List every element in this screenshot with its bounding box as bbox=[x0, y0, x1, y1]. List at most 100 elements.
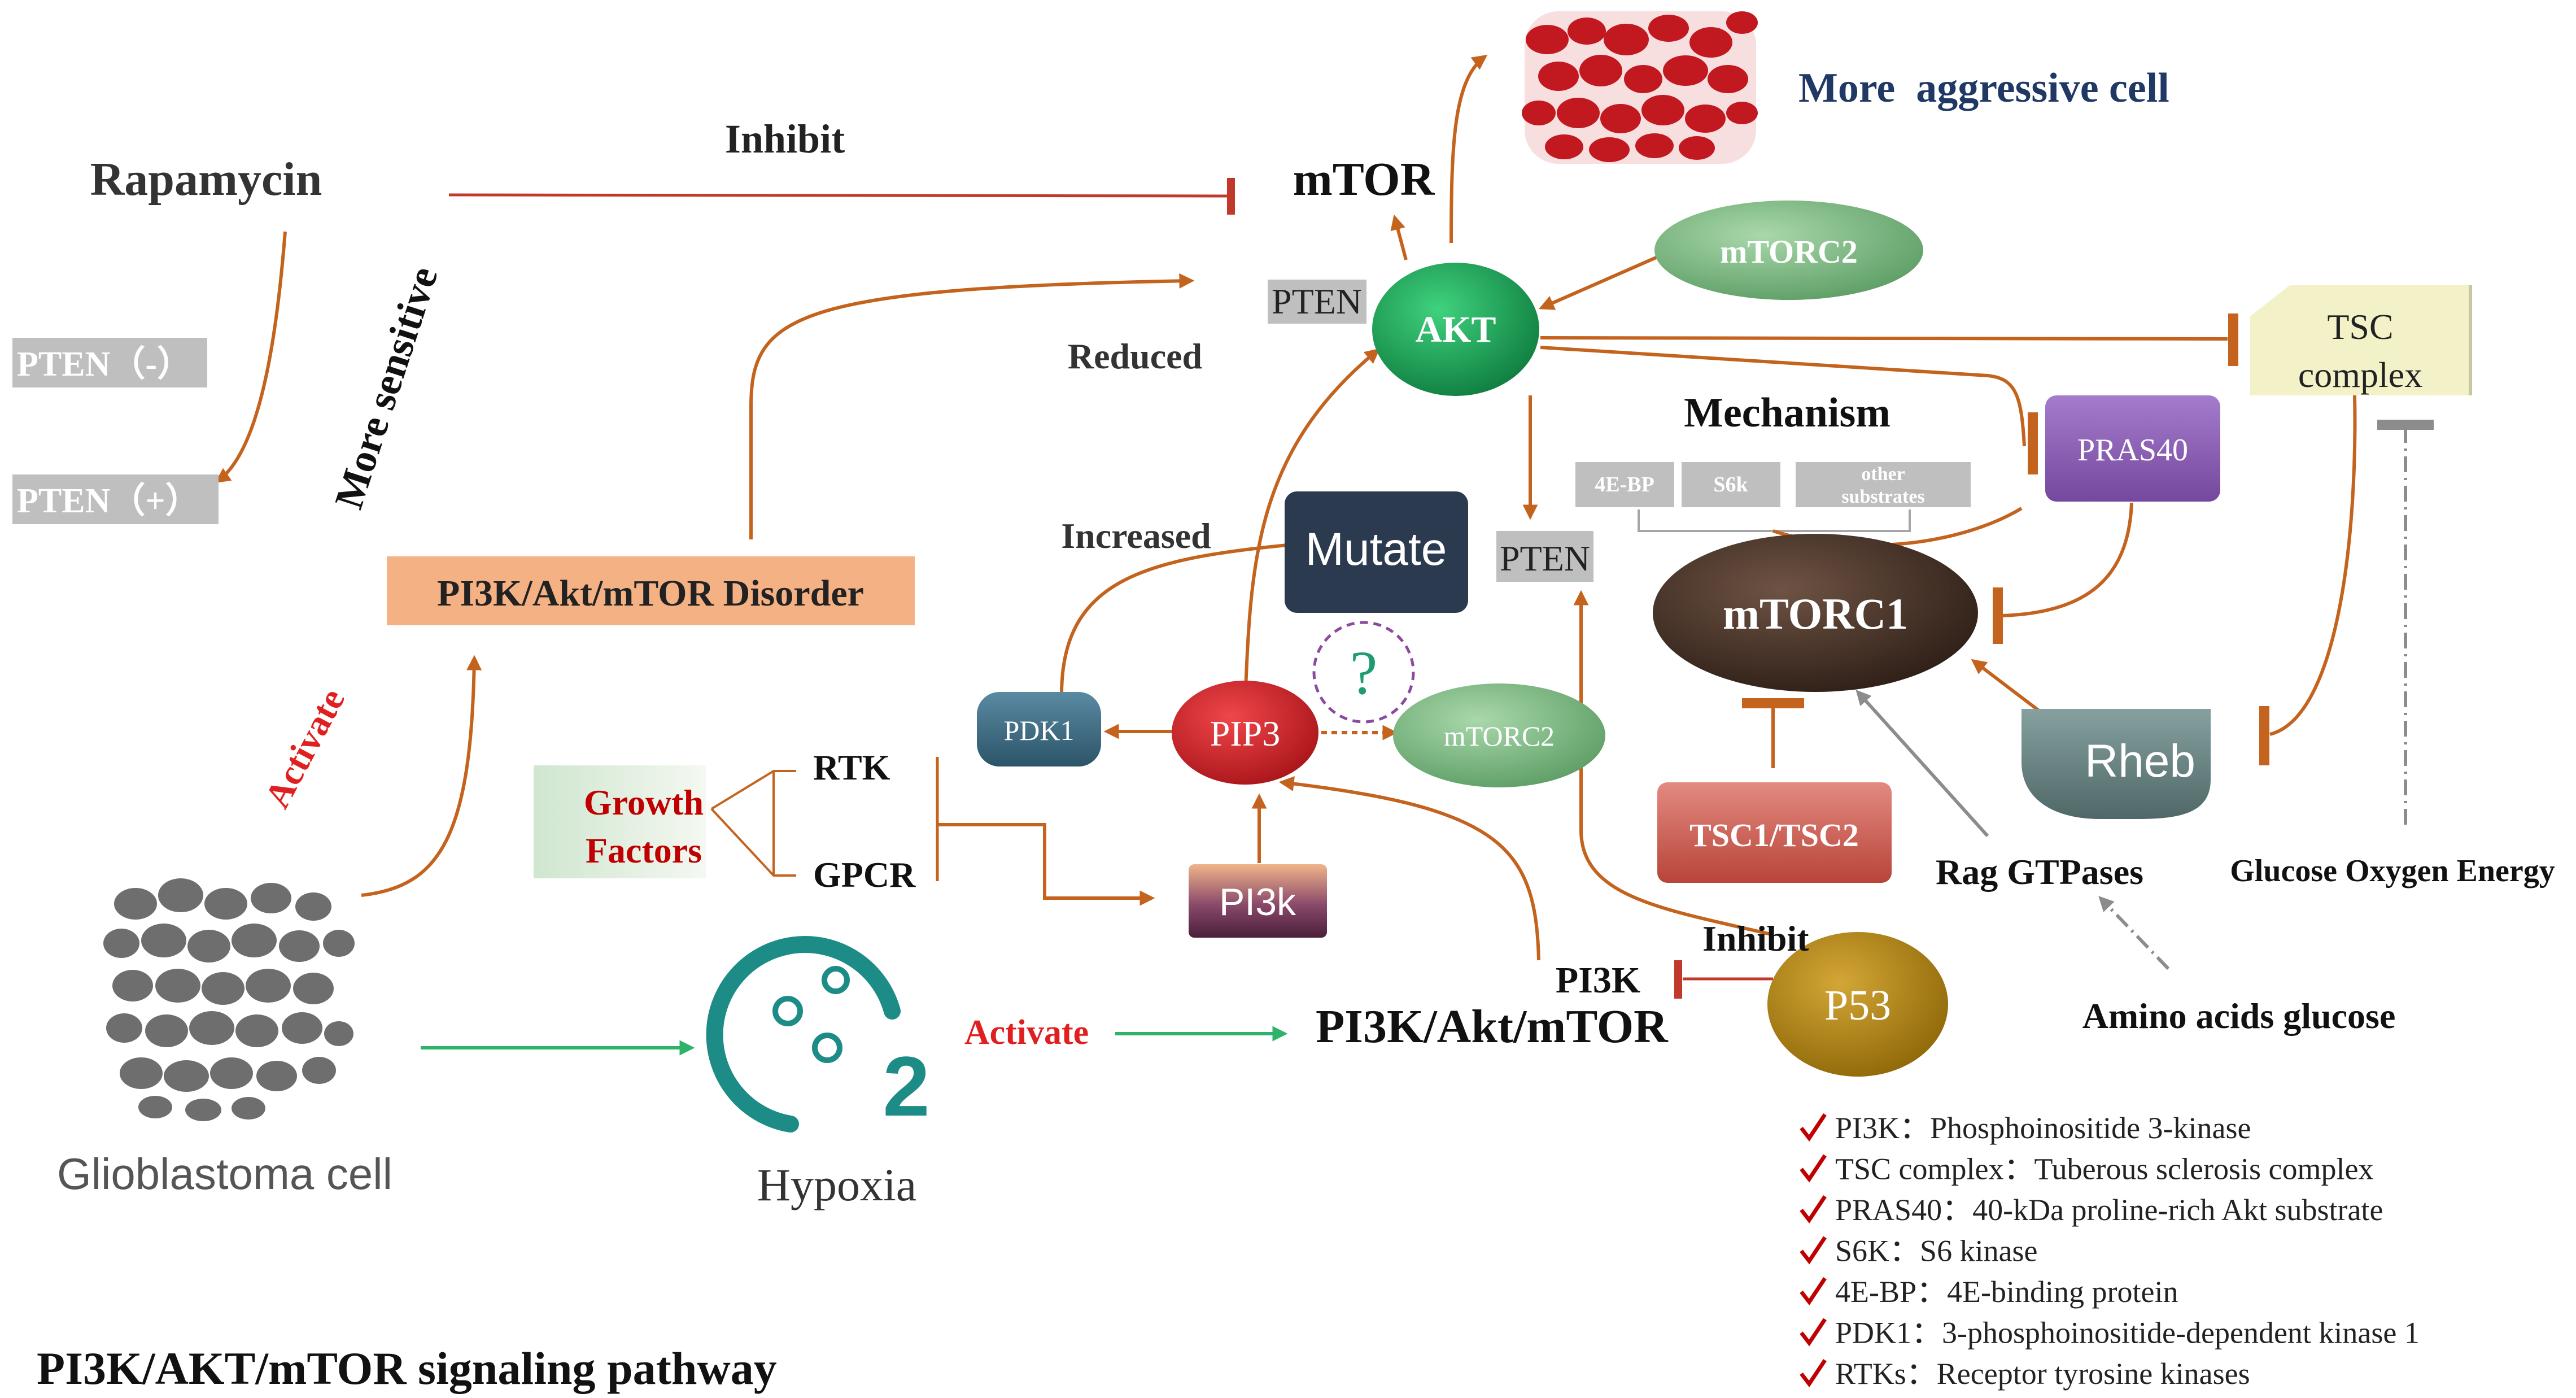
legend-abbreviation: PI3K： bbox=[1835, 1111, 1930, 1145]
unknown-link-circle bbox=[1312, 621, 1415, 724]
growth-bracket-rtk bbox=[710, 770, 796, 810]
legend-item: 4E-BP：4E-binding protein bbox=[1835, 1275, 2178, 1309]
legend-description: 4E-binding protein bbox=[1947, 1275, 2178, 1309]
increased-label: Increased bbox=[1061, 516, 1211, 556]
disorder-label: PI3K/Akt/mTOR Disorder bbox=[437, 573, 864, 614]
tsc1-tsc2-box bbox=[1657, 782, 1892, 883]
akt-node bbox=[1372, 263, 1539, 396]
o2-subscript-label: 2 bbox=[883, 1039, 929, 1134]
more-sensitive-label: More sensitive bbox=[326, 261, 446, 514]
checkmark-icon bbox=[1800, 1236, 1827, 1265]
pten-positive-label: PTEN（+） bbox=[17, 481, 200, 520]
legend-abbreviation: TSC complex： bbox=[1835, 1152, 2034, 1186]
mutate-label: Mutate bbox=[1306, 524, 1447, 575]
p53-node bbox=[1767, 932, 1948, 1077]
pdk1-label: PDK1 bbox=[1003, 715, 1074, 746]
mtorc1-label: mTORC1 bbox=[1723, 589, 1908, 638]
pip3-node bbox=[1172, 681, 1318, 785]
growth-line2-label: Factors bbox=[586, 830, 702, 870]
rtk-label: RTK bbox=[813, 747, 890, 787]
other-line1-label: other bbox=[1861, 464, 1905, 485]
amino-to-rag-arrow bbox=[2098, 896, 2170, 970]
gpcr-label: GPCR bbox=[813, 855, 916, 895]
pten-negative-label: PTEN（-） bbox=[17, 344, 192, 384]
akt-to-aggressive-arrow bbox=[1449, 54, 1488, 243]
legend-abbreviation: RTKs： bbox=[1835, 1357, 1937, 1391]
fourebp-box bbox=[1575, 462, 1674, 507]
pten-akt-box bbox=[1268, 280, 1366, 324]
mtorc2-top-node bbox=[1654, 201, 1923, 300]
pi3k-bottom-to-pip3-arrow bbox=[1278, 776, 1540, 961]
p53-label: P53 bbox=[1824, 982, 1891, 1029]
reduced-label: Reduced bbox=[1068, 336, 1202, 376]
tsc1-tsc2-label: TSC1/TSC2 bbox=[1689, 817, 1859, 853]
mutate-box bbox=[1285, 491, 1468, 613]
rheb-node bbox=[2021, 709, 2211, 819]
disorder-to-mtor-arrow bbox=[749, 273, 1195, 539]
rag-gtpases-label: Rag GTPases bbox=[1936, 852, 2143, 892]
tsc-line1-label: TSC bbox=[2327, 307, 2393, 347]
amino-acids-label: Amino acids glucose bbox=[2082, 996, 2396, 1036]
mtorc2-to-akt-arrow bbox=[1539, 255, 1658, 310]
checkmark-icon bbox=[1800, 1195, 1827, 1223]
mtorc2-top-label: mTORC2 bbox=[1720, 233, 1858, 270]
activate-left-label: Activate bbox=[257, 682, 352, 814]
legend-item: PDK1：3-phosphoinositide-dependent kinase… bbox=[1835, 1316, 2420, 1350]
mtorc1-node bbox=[1653, 534, 1978, 692]
legend-description: 3-phosphoinositide-dependent kinase 1 bbox=[1942, 1316, 2420, 1350]
glucose-oxygen-energy-label: Glucose Oxygen Energy bbox=[2230, 853, 2555, 889]
pi3k-box bbox=[1189, 864, 1327, 938]
connectors bbox=[215, 54, 2434, 1056]
mutate-to-pdk1-line bbox=[1060, 543, 1288, 695]
pten-positive-box bbox=[12, 474, 219, 524]
mtorc2-mid-node bbox=[1393, 683, 1605, 787]
pten-negative-box bbox=[12, 338, 207, 387]
pras40-inhibit-mtorc1-line bbox=[2001, 502, 2133, 617]
question-label: ? bbox=[1350, 638, 1378, 707]
other-line2-label: substrates bbox=[1841, 486, 1924, 507]
o2-molecule-icon bbox=[706, 936, 901, 1133]
mtorc2-mid-label: mTORC2 bbox=[1444, 720, 1555, 752]
pras40-box bbox=[2045, 395, 2220, 502]
pdk1-box bbox=[977, 692, 1101, 766]
akt-label: AKT bbox=[1415, 309, 1496, 350]
activate-hypoxia-label: Activate bbox=[964, 1013, 1089, 1052]
pip3-label: PIP3 bbox=[1210, 713, 1281, 754]
legend-abbreviation: PRAS40： bbox=[1835, 1193, 1972, 1227]
pi3k-box-label: PI3k bbox=[1219, 881, 1296, 924]
glioblastoma-label: Glioblastoma cell bbox=[57, 1149, 392, 1199]
disorder-box bbox=[387, 556, 915, 625]
growth-bracket-gpcr bbox=[710, 808, 796, 877]
legend-item: S6K：S6 kinase bbox=[1835, 1234, 2038, 1268]
inhibit-top-label: Inhibit bbox=[725, 116, 845, 162]
checkmark-icon bbox=[1800, 1318, 1827, 1347]
pip3-to-akt-arrow bbox=[1243, 348, 1381, 704]
rapamycin-to-pten-arrow bbox=[215, 231, 287, 484]
pi3k-akt-mtor-label: PI3K/Akt/mTOR bbox=[1316, 1000, 1669, 1053]
akt-inhibit-pras40-line bbox=[1540, 346, 2026, 447]
p53-to-pten-arrow bbox=[1573, 590, 1774, 937]
red-cell-cluster-icon bbox=[1522, 11, 1758, 164]
checkmark-icon bbox=[1800, 1113, 1827, 1142]
legend-abbreviation: S6K： bbox=[1835, 1234, 1920, 1268]
receptors-to-pi3k-arrow bbox=[937, 823, 1155, 906]
rapamycin-inhibit-line bbox=[448, 193, 1229, 198]
legend-description: 40-kDa proline-rich Akt substrate bbox=[1972, 1193, 2383, 1227]
legend-description: Receptor tyrosine kinases bbox=[1937, 1357, 2250, 1391]
mechanism-bracket bbox=[1638, 509, 1911, 532]
legend-item: PRAS40：40-kDa proline-rich Akt substrate bbox=[1835, 1193, 2383, 1227]
s6k-label: S6k bbox=[1713, 473, 1748, 497]
akt-inhibit-tsc-line bbox=[1540, 336, 2228, 341]
page-title: PI3K/AKT/mTOR signaling pathway bbox=[37, 1343, 777, 1394]
tsc-line2-label: complex bbox=[2298, 355, 2422, 395]
legend-description: S6 kinase bbox=[1920, 1234, 2038, 1268]
legend-description: Tuberous sclerosis complex bbox=[2034, 1152, 2373, 1186]
tsc-inhibit-rheb-line bbox=[2269, 395, 2357, 736]
glioblastoma-to-disorder-arrow bbox=[361, 655, 482, 897]
pten-mid-box bbox=[1496, 531, 1593, 582]
pi3k-p53-label: PI3K bbox=[1556, 960, 1640, 1001]
legend-description: Phosphoinositide 3-kinase bbox=[1930, 1111, 2251, 1145]
pten-akt-label: PTEN bbox=[1272, 281, 1362, 321]
